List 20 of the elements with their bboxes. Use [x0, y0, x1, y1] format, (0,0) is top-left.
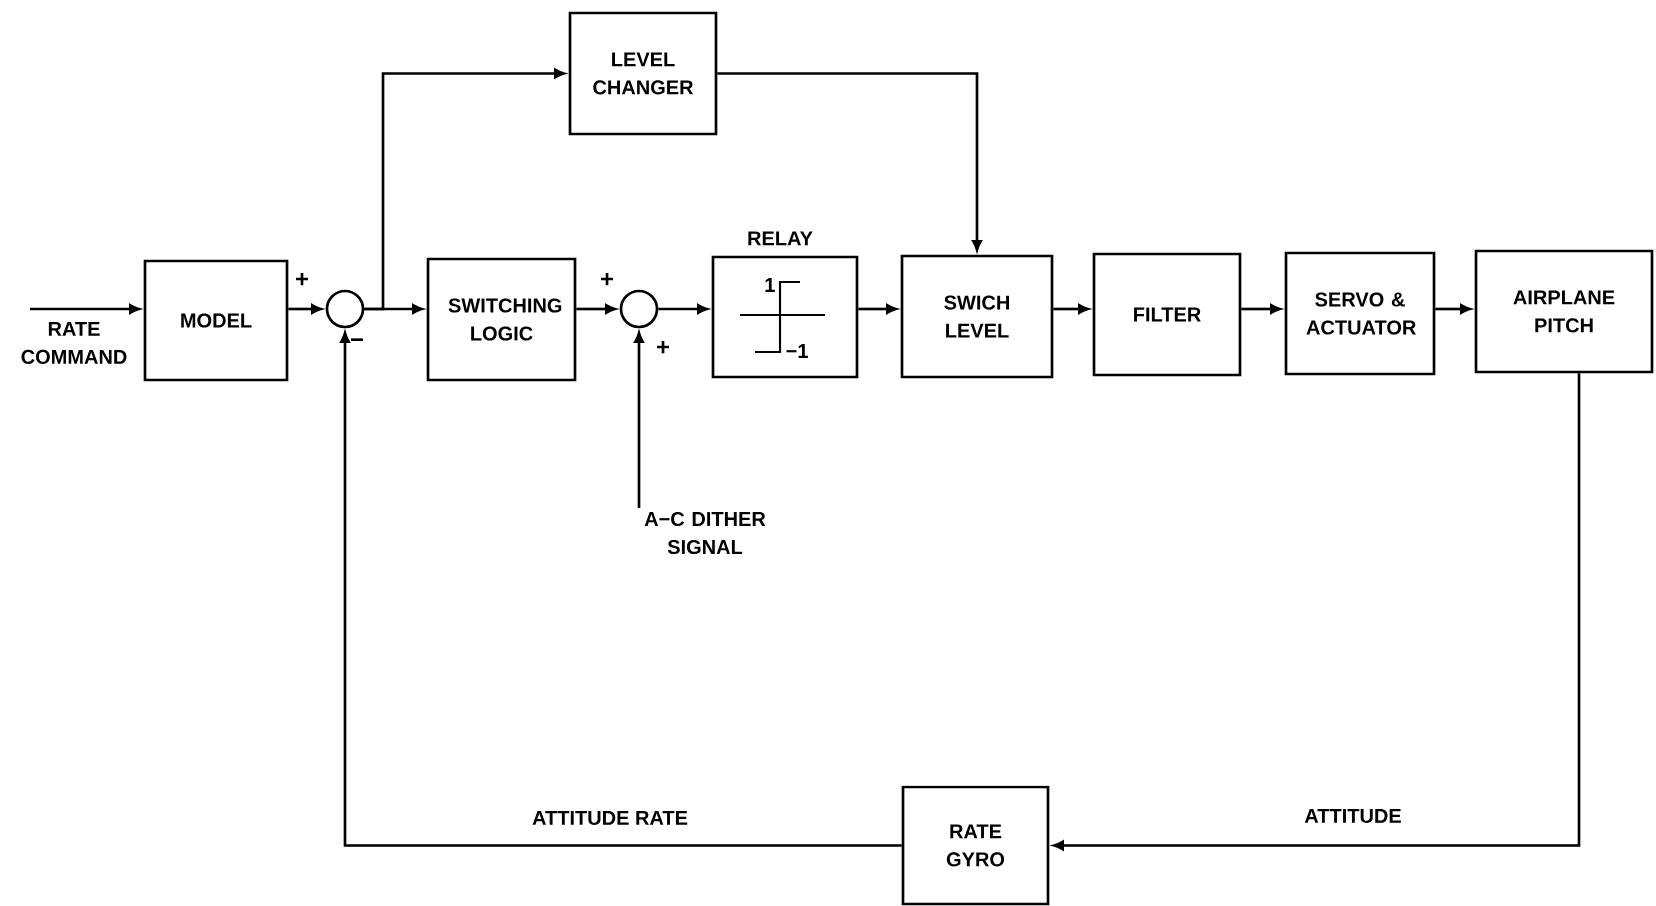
block-box: AIRPLANE PITCH [1474, 249, 1654, 374]
sign-label: + [296, 272, 309, 286]
block-box: SERVO & ACTUATOR [1284, 251, 1436, 376]
summing-junction [619, 289, 659, 329]
block-box: MODEL [143, 259, 289, 382]
block-box: RATE GYRO [901, 785, 1050, 906]
sign-label: + [657, 340, 670, 354]
edge-label: RATE COMMAND [21, 322, 127, 364]
sign-label: − [351, 338, 364, 341]
block-box: SWICH LEVEL [900, 254, 1054, 379]
edge-label: ATTITUDE RATE [532, 811, 688, 825]
summing-junction [325, 289, 365, 329]
relay-title: RELAY [748, 231, 813, 246]
sign-label: + [601, 272, 614, 286]
relay-box [711, 255, 859, 379]
signal-label: A−C DITHER SIGNAL [644, 511, 766, 555]
node-label: 1 [765, 278, 775, 292]
node-label: −1 [786, 344, 808, 358]
block-box: FILTER [1092, 252, 1242, 377]
block-box: LEVEL CHANGER [568, 11, 718, 136]
